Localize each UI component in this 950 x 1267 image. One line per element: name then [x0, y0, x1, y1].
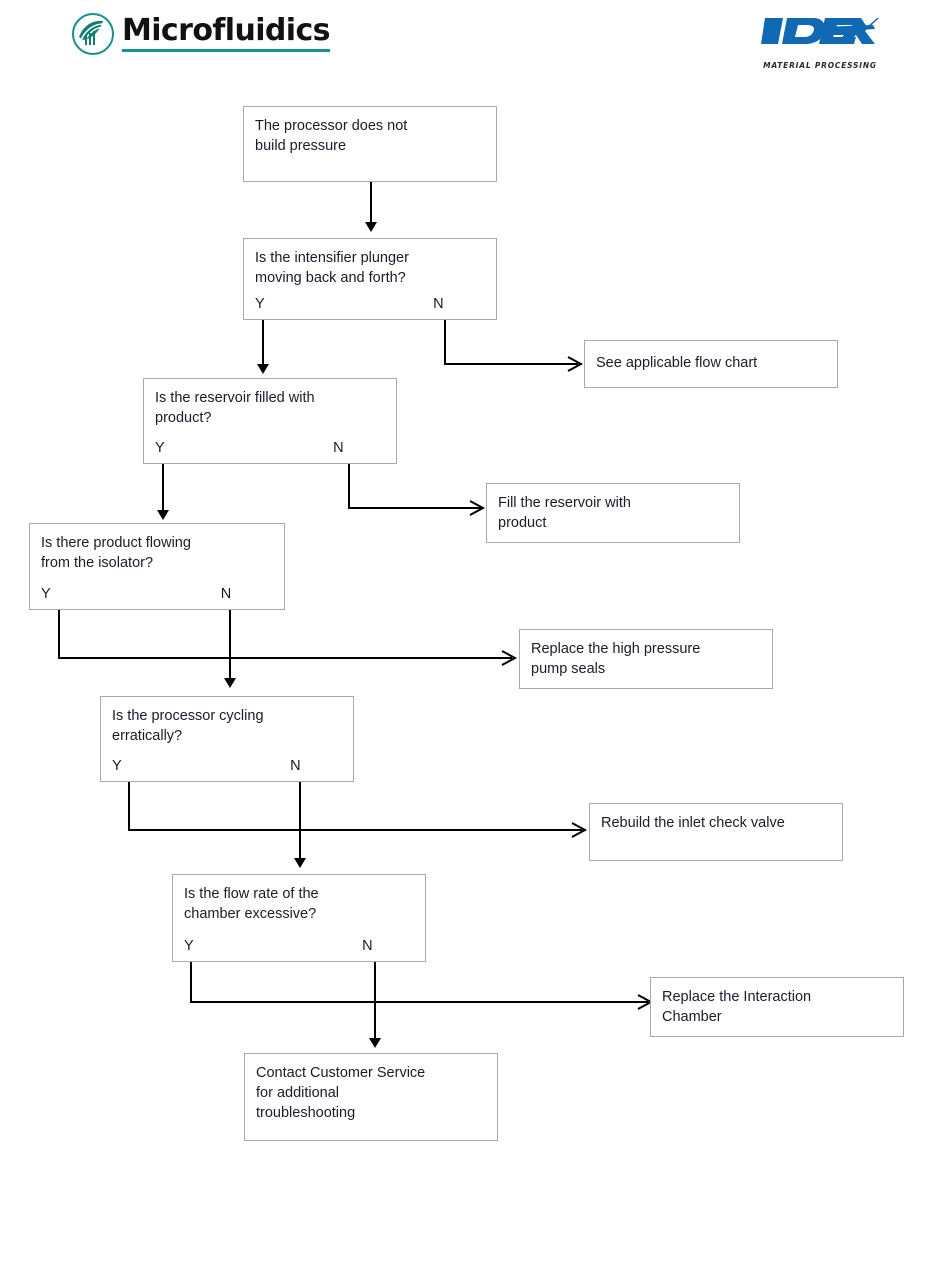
node-question-cycling-text: Is the processor cycling erratically?	[112, 708, 264, 744]
node-question-flowrate: Is the flow rate of the chamber excessiv…	[172, 874, 426, 962]
edge-isolator-yes-horz	[58, 657, 512, 659]
idex-wordmark-icon	[760, 14, 880, 55]
arrowhead-right-fill	[468, 499, 488, 522]
node-question-isolator: Is there product flowing from the isolat…	[29, 523, 285, 610]
node-question-cycling: Is the processor cycling erratically? Y …	[100, 696, 354, 782]
edge-cycling-yes-horz	[128, 829, 582, 831]
edge-cycling-no	[299, 782, 301, 864]
edge-reservoir-no-vert	[348, 464, 350, 509]
yn-labels-cycling: Y N	[112, 756, 342, 776]
node-action-contact-service-text: Contact Customer Service for additional …	[256, 1065, 426, 1121]
arrowhead-right-seals	[500, 649, 520, 672]
edge-isolator-no	[229, 610, 231, 682]
yes-label-isolator: Y	[41, 586, 51, 602]
edge-start-to-plunger	[370, 182, 372, 224]
idex-logo: MATERIAL PROCESSING	[760, 14, 880, 73]
edge-plunger-no-horz	[444, 363, 578, 365]
arrowhead-right-valve	[570, 821, 590, 844]
yn-labels-plunger: Y N	[255, 294, 485, 314]
yn-labels-isolator: Y N	[41, 584, 273, 604]
node-question-plunger: Is the intensifier plunger moving back a…	[243, 238, 497, 320]
edge-isolator-yes-vert	[58, 610, 60, 659]
no-label-reservoir: N	[333, 440, 344, 456]
node-question-plunger-text: Is the intensifier plunger moving back a…	[255, 250, 409, 286]
edge-flowrate-yes-horz	[190, 1001, 648, 1003]
yn-labels-reservoir: Y N	[155, 438, 385, 458]
edge-plunger-no-vert	[444, 320, 446, 365]
edge-reservoir-yes	[162, 464, 164, 514]
microfluidics-logo: Microfluidics	[72, 13, 331, 55]
microfluidics-leaf-icon	[72, 13, 114, 55]
edge-cycling-yes-vert	[128, 782, 130, 831]
no-label-cycling: N	[290, 758, 301, 774]
node-action-rebuild-valve: Rebuild the inlet check valve	[589, 803, 843, 861]
node-question-reservoir-text: Is the reservoir filled with product?	[155, 390, 315, 426]
arrowhead-down-plunger	[365, 222, 377, 232]
node-action-fill-reservoir: Fill the reservoir with product	[486, 483, 740, 543]
yes-label-cycling: Y	[112, 758, 122, 774]
node-start-text: The processor does not build pressure	[255, 118, 408, 154]
arrowhead-down-flowrate	[294, 858, 306, 868]
node-action-fill-reservoir-text: Fill the reservoir with product	[498, 495, 631, 531]
no-label-isolator: N	[220, 586, 232, 602]
node-action-replace-seals-text: Replace the high pressure pump seals	[531, 641, 701, 677]
arrowhead-right-flowchart	[566, 355, 586, 378]
no-label-plunger: N	[433, 296, 444, 312]
node-action-rebuild-valve-text: Rebuild the inlet check valve	[601, 815, 785, 831]
microfluidics-wordmark: Microfluidics	[122, 16, 331, 52]
edge-plunger-yes	[262, 320, 264, 368]
node-action-contact-service: Contact Customer Service for additional …	[244, 1053, 498, 1141]
arrowhead-down-reservoir	[257, 364, 269, 374]
arrowhead-down-isolator	[157, 510, 169, 520]
node-action-see-flowchart-text: See applicable flow chart	[596, 355, 758, 371]
node-action-replace-seals: Replace the high pressure pump seals	[519, 629, 773, 689]
arrowhead-down-cycling	[224, 678, 236, 688]
node-action-replace-chamber: Replace the Interaction Chamber	[650, 977, 904, 1037]
edge-flowrate-no	[374, 962, 376, 1044]
node-question-flowrate-text: Is the flow rate of the chamber excessiv…	[184, 886, 319, 922]
no-label-flowrate: N	[362, 938, 373, 954]
edge-flowrate-yes-vert	[190, 962, 192, 1003]
yn-labels-flowrate: Y N	[184, 936, 414, 956]
arrowhead-down-contact	[369, 1038, 381, 1048]
idex-tagline: MATERIAL PROCESSING	[763, 61, 877, 70]
node-action-see-flowchart: See applicable flow chart	[584, 340, 838, 388]
yes-label-reservoir: Y	[155, 440, 165, 456]
yes-label-flowrate: Y	[184, 938, 194, 954]
yes-label-plunger: Y	[255, 296, 265, 312]
node-start: The processor does not build pressure	[243, 106, 497, 182]
edge-reservoir-no-horz	[348, 507, 481, 509]
node-action-replace-chamber-text: Replace the Interaction Chamber	[662, 989, 812, 1025]
node-question-isolator-text: Is there product flowing from the isolat…	[41, 535, 191, 571]
node-question-reservoir: Is the reservoir filled with product? Y …	[143, 378, 397, 464]
